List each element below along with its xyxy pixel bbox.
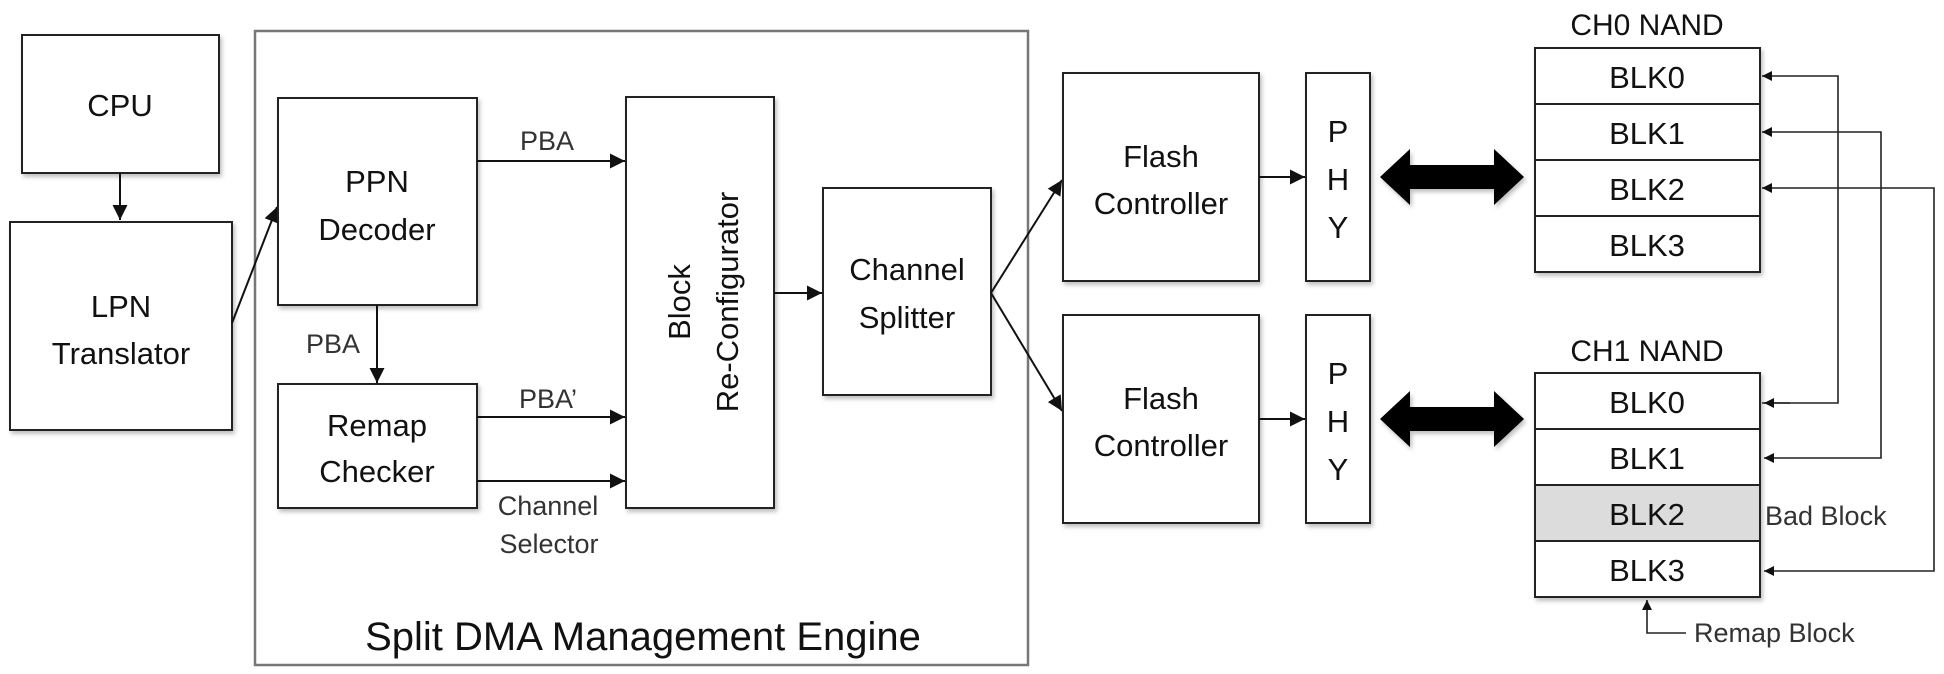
nand-ch0-blk1[interactable] — [1534, 103, 1761, 161]
splitter-to-flash1-arrow — [990, 292, 1063, 412]
splitter-to-flash0-arrow — [990, 179, 1063, 294]
phy0-letter-y: Y — [1328, 210, 1349, 245]
signal-pba-top: PBA — [520, 126, 574, 156]
map-ch1-blk1-to-ch0-blk1 — [1762, 127, 1882, 459]
nand-ch0-blk0[interactable] — [1534, 47, 1761, 105]
flash1-label-line2: Controller — [1094, 428, 1228, 463]
nand-ch1-blk3-label: BLK3 — [1609, 553, 1685, 588]
nand-ch0-blk3-label: BLK3 — [1609, 228, 1685, 263]
remap-label-line1: Remap — [327, 408, 427, 443]
splitter-label-line2: Splitter — [859, 300, 955, 335]
signal-pba-down: PBA — [306, 329, 360, 359]
engine-label: Split DMA Management Engine — [365, 615, 921, 659]
phy-1-block[interactable]: P H Y — [1305, 314, 1371, 524]
reconf-label-line1: Block — [662, 264, 697, 340]
nand-ch1: CH1 NAND BLK0 BLK1 BLK2 BLK3 — [1534, 335, 1761, 598]
nand-ch1-blk3[interactable] — [1534, 540, 1761, 598]
nand-ch0-title: CH0 NAND — [1570, 9, 1723, 42]
ppn-decoder-block[interactable]: PPN Decoder — [277, 97, 478, 306]
nand-ch1-blk2-label: BLK2 — [1609, 497, 1685, 532]
flash0-label-line2: Controller — [1094, 186, 1228, 221]
phy1-letter-p: P — [1328, 356, 1349, 391]
flash-controller-0-block[interactable]: Flash Controller — [1062, 72, 1260, 282]
signal-channel-selector-line2: Selector — [499, 529, 598, 559]
phy1-nand1-bidirectional-arrow — [1380, 391, 1524, 447]
flash1-label-line1: Flash — [1123, 381, 1199, 416]
phy1-letter-y: Y — [1328, 452, 1349, 487]
remap-label-line2: Checker — [319, 454, 434, 489]
nand-ch0-blk1-label: BLK1 — [1609, 116, 1685, 151]
flash-controller-1-block[interactable]: Flash Controller — [1062, 314, 1260, 524]
nand-ch0-blk2[interactable] — [1534, 159, 1761, 217]
nand-ch1-blk1[interactable] — [1534, 428, 1761, 486]
signal-channel-selector-line1: Channel — [498, 491, 599, 521]
phy0-letter-h: H — [1327, 162, 1349, 197]
lpn-to-ppn-arrow — [231, 206, 279, 324]
remap-block-annotation: Remap Block — [1694, 618, 1855, 648]
cpu-block[interactable]: CPU — [21, 34, 220, 174]
remap-block-pointer — [1642, 600, 1686, 634]
map-ch1-blk3-to-ch0-blk2 — [1762, 183, 1935, 572]
remap-checker-block[interactable]: Remap Checker — [277, 383, 478, 509]
phy-0-block[interactable]: P H Y — [1305, 72, 1371, 282]
block-reconfigurator-block[interactable]: Block Re-Configurator — [625, 96, 775, 509]
reconf-label-line2: Re-Configurator — [710, 192, 745, 413]
nand-ch0: CH0 NAND BLK0 BLK1 BLK2 BLK3 — [1534, 9, 1761, 273]
lpn-translator-block[interactable]: LPN Translator — [9, 221, 233, 431]
channel-splitter-block[interactable]: Channel Splitter — [822, 187, 992, 396]
phy0-nand0-bidirectional-arrow — [1380, 149, 1524, 205]
nand-ch0-blk3[interactable] — [1534, 215, 1761, 273]
phy0-letter-p: P — [1328, 114, 1349, 149]
signal-pba-prime: PBA’ — [519, 384, 577, 414]
nand-ch0-blk2-label: BLK2 — [1609, 172, 1685, 207]
ppn-label-line2: Decoder — [318, 212, 435, 247]
nand-ch0-blk0-label: BLK0 — [1609, 60, 1685, 95]
nand-ch1-blk0-label: BLK0 — [1609, 385, 1685, 420]
phy1-letter-h: H — [1327, 404, 1349, 439]
nand-ch1-blk2-bad[interactable] — [1534, 484, 1761, 542]
lpn-label-line1: LPN — [91, 289, 151, 324]
map-ch1-blk0-to-ch0-blk0 — [1762, 71, 1839, 404]
nand-ch1-title: CH1 NAND — [1570, 335, 1723, 368]
bad-block-annotation: Bad Block — [1765, 501, 1887, 531]
cpu-label: CPU — [87, 88, 152, 123]
ppn-label-line1: PPN — [345, 164, 409, 199]
split-dma-engine-container — [253, 29, 1030, 667]
nand-ch1-blk1-label: BLK1 — [1609, 441, 1685, 476]
splitter-label-line1: Channel — [849, 252, 964, 287]
flash0-label-line1: Flash — [1123, 139, 1199, 174]
lpn-label-line2: Translator — [52, 336, 190, 371]
